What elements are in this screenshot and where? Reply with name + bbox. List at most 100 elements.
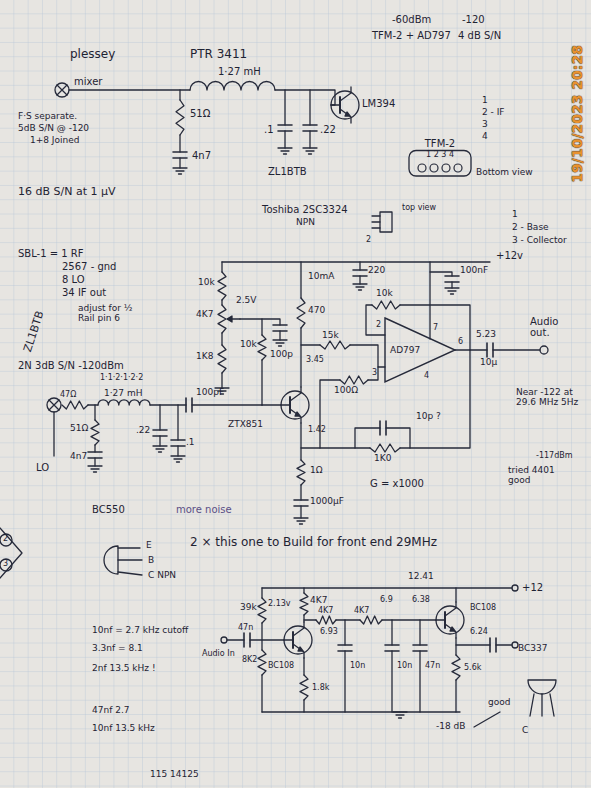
handwritten-note: plessey (70, 48, 115, 61)
inductor-symbol (190, 82, 275, 91)
resistor-symbol (340, 376, 368, 384)
op-amp-triangle (385, 318, 455, 382)
handwritten-note: 10nf 13.5 kHz (92, 724, 155, 734)
wire (445, 602, 456, 616)
ground-symbol (171, 456, 185, 462)
wire (303, 615, 304, 622)
handwritten-note: LO (36, 462, 49, 473)
handwritten-note: 8K2 (242, 656, 257, 665)
wire (382, 619, 436, 620)
wire (336, 619, 360, 620)
wire (262, 587, 512, 588)
wire (159, 436, 160, 446)
wire (455, 349, 487, 350)
handwritten-note: -120 (462, 14, 485, 25)
capacitor-symbol (490, 638, 496, 652)
mixer-symbol (47, 398, 61, 412)
handwritten-note: 1·27 mH (104, 389, 142, 399)
wire (541, 694, 542, 716)
wire (94, 445, 95, 452)
resistor-symbol (91, 420, 99, 445)
handwritten-note: mixer (74, 76, 102, 87)
handwritten-note: 4K7 (318, 607, 333, 616)
ground-symbol (445, 288, 459, 294)
pin-numbers: 1 2 3 4 (408, 150, 472, 159)
handwritten-note: 3.3nf = 8.1 (92, 644, 143, 654)
handwritten-note: .22 (136, 426, 150, 436)
handwritten-note: 4 (424, 372, 429, 381)
handwritten-note: ZL1BTB (268, 166, 307, 177)
wire (456, 644, 490, 645)
transistor-outline (104, 546, 118, 574)
handwritten-note: 6.93 (320, 628, 338, 637)
handwritten-note: ZL1BTB (22, 310, 47, 354)
handwritten-note: BC108 (268, 662, 294, 671)
wire (309, 90, 310, 125)
handwritten-note: 47n (238, 624, 253, 633)
resistor-symbol (258, 335, 266, 360)
wire (293, 622, 304, 636)
wire (368, 367, 378, 380)
wire (340, 87, 351, 101)
capacitor-symbol (278, 125, 292, 131)
handwritten-note: 5.23 (476, 330, 496, 340)
wire (304, 619, 316, 620)
resistor-symbol (300, 675, 308, 700)
handwritten-note: 4 (482, 132, 488, 142)
handwritten-note: Bottom view (476, 168, 533, 178)
wire (372, 215, 380, 216)
ground-symbol (153, 446, 167, 452)
handwritten-note: 2nf 13.5 kHz ! (92, 664, 156, 674)
handwritten-note: 4K7 (354, 607, 369, 616)
handwritten-note: Audio out. (530, 316, 576, 338)
wire (94, 405, 95, 420)
ground-symbol (88, 466, 102, 472)
wire (530, 694, 534, 716)
terminal (512, 642, 518, 648)
handwritten-note: 10nf = 2.7 kHz cutoff (92, 626, 188, 636)
pin-hole (454, 164, 462, 172)
wire (355, 428, 380, 448)
wire (284, 90, 285, 125)
handwritten-note: 16 dB S/N at 1 µV (18, 186, 116, 198)
handwritten-note: .1 (264, 124, 274, 135)
handwritten-note: 2 (376, 321, 381, 330)
handwritten-note: Toshiba 2SC3324 (262, 204, 348, 215)
wire (261, 675, 262, 712)
ground-symbol (294, 518, 308, 524)
handwritten-note: 100pF (196, 388, 224, 398)
op-amp-node: AD797 (385, 318, 455, 382)
wire (344, 651, 345, 712)
emitter-arrow (450, 627, 455, 631)
resistor-symbol (452, 655, 460, 680)
wire (221, 262, 222, 272)
emitter-arrow (295, 412, 300, 416)
wire (261, 360, 262, 405)
handwritten-note: -18 dB (436, 722, 465, 732)
ground-symbol (353, 284, 367, 290)
resistor-symbol (218, 305, 226, 333)
wire (53, 412, 54, 456)
wire (159, 405, 160, 430)
wire (301, 344, 320, 345)
handwritten-note: B (148, 556, 154, 566)
handwritten-note: 39k (240, 603, 257, 613)
handwritten-note: 34 IF out (62, 287, 106, 298)
resistor-symbol (62, 401, 88, 409)
wire (455, 588, 456, 602)
capacitor-symbol (445, 276, 459, 282)
wire (94, 458, 95, 466)
wire (69, 89, 190, 90)
terminal (221, 637, 227, 643)
handwritten-note: -60dBm (392, 14, 431, 25)
capacitor-symbol (153, 430, 167, 436)
handwritten-note: 115 14125 (150, 770, 199, 780)
wire (419, 620, 420, 645)
wire (290, 409, 301, 423)
wire (240, 319, 262, 335)
handwritten-note: 10µ (480, 358, 497, 368)
handwritten-note: 51Ω (70, 424, 88, 434)
handwritten-note: 5dB S/N @ -120 (18, 124, 89, 134)
